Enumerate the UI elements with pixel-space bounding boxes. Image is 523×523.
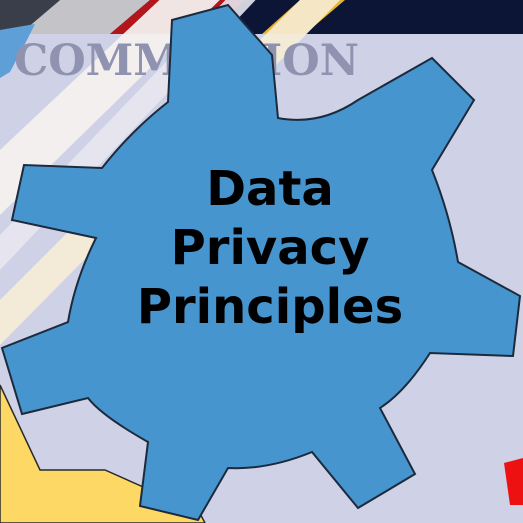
gear-body — [0, 3, 522, 522]
gear-title: Data Privacy Principles — [110, 160, 430, 337]
gear-title-line-1: Data — [206, 161, 334, 217]
top-stripe-grey — [20, 0, 150, 34]
diagonal-band-light — [0, 0, 220, 215]
top-stripe-dark — [0, 0, 60, 34]
gear-title-line-2: Privacy — [170, 220, 370, 276]
red-shape — [504, 458, 523, 505]
gear-title-line-3: Principles — [136, 279, 404, 335]
blue-arrow-shape — [0, 24, 35, 78]
